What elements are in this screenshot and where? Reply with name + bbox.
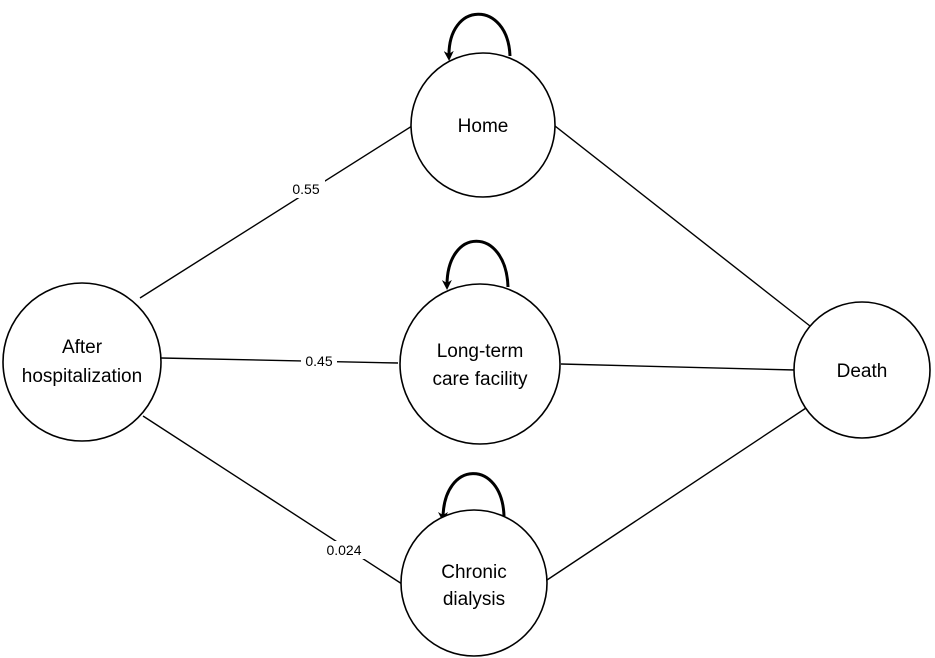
edge-dialysis-death [546,407,807,581]
node-home: Home [410,52,556,198]
edge-ltc-death [560,363,796,371]
node-ltc-line1: Long-term [437,341,524,362]
self-loop-home [443,12,512,61]
node-dialysis-line2: dialysis [443,589,505,610]
edge-label-after-dialysis: 0.024 [326,542,361,558]
node-after-line2: hospitalization [22,366,142,387]
self-loop-dialysis [438,472,506,522]
node-long-term-care-facility: Long-term care facility [399,283,561,445]
edge-label-after-home: 0.55 [292,181,319,197]
node-chronic-dialysis: Chronic dialysis [400,509,548,657]
node-death: Death [793,301,931,439]
edge-after-ltc [160,357,399,364]
edge-after-home [139,125,413,299]
edge-home-death [554,125,811,327]
node-after-hospitalization: After hospitalization [2,282,162,442]
node-after-line1: After [62,337,103,358]
node-dialysis-line1: Chronic [441,562,506,583]
edge-label-after-ltc: 0.45 [305,353,332,369]
node-death-label: Death [837,361,888,382]
node-home-label: Home [458,116,509,137]
self-loop-ltc [441,239,510,290]
node-ltc-line2: care facility [432,369,528,390]
